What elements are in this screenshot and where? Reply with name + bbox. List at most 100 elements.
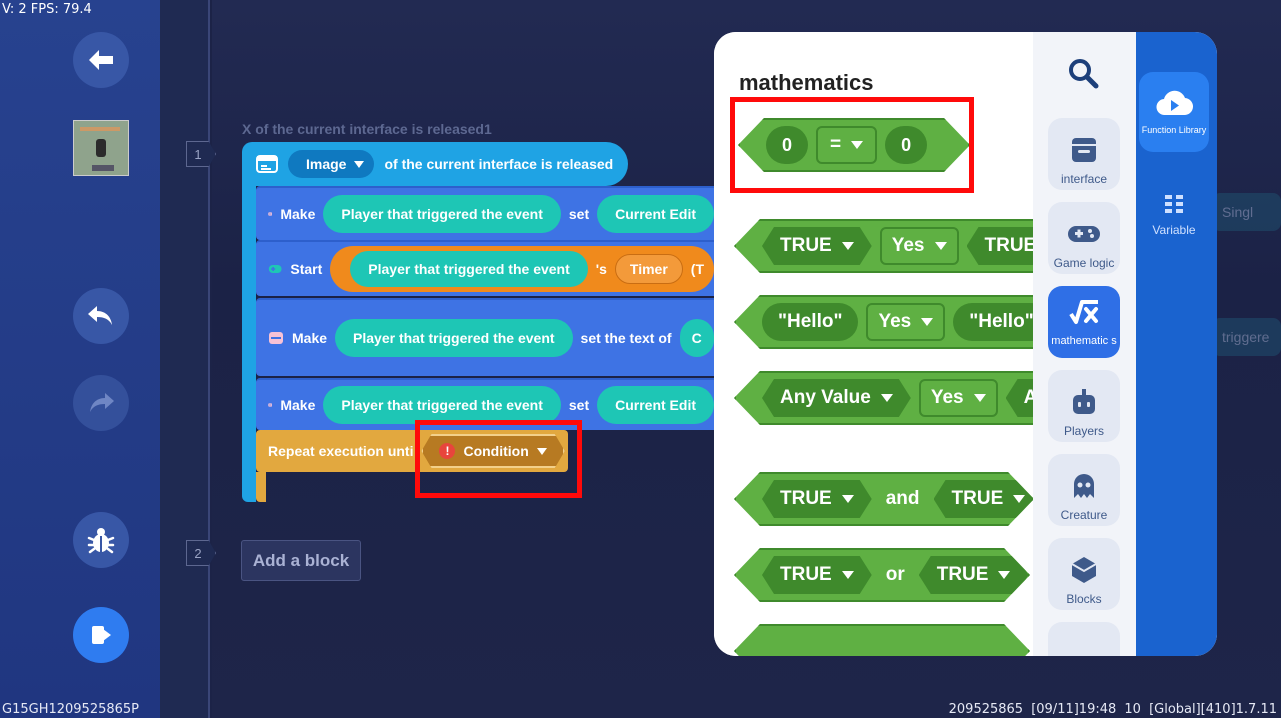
- condition-slot[interactable]: ! Condition: [421, 434, 564, 468]
- compare-block[interactable]: 0 = 0: [738, 118, 970, 172]
- add-block-button[interactable]: Add a block: [241, 540, 361, 581]
- left-number[interactable]: 0: [766, 126, 808, 164]
- build-id: G15GH1209525865P: [2, 702, 140, 717]
- category-label: mathematic s: [1051, 335, 1117, 347]
- statement-connector: set the text of: [580, 330, 672, 346]
- category-label: Game logic: [1053, 256, 1115, 270]
- operator-dropdown[interactable]: Yes: [866, 303, 945, 341]
- scene-thumbnail[interactable]: [73, 120, 129, 176]
- statement-verb: Make: [280, 206, 316, 222]
- event-text: of the current interface is released: [384, 156, 614, 172]
- robot-icon: [1073, 389, 1095, 414]
- window-icon: [1072, 138, 1096, 162]
- category-label: Players: [1063, 424, 1104, 438]
- value-text: TRUE: [951, 488, 1004, 509]
- statement-block[interactable]: Make Player that triggered the event set…: [256, 186, 714, 240]
- property-argument[interactable]: Current Edit: [597, 386, 714, 424]
- right-value[interactable]: "Hello": [953, 303, 1033, 341]
- value-text: TRUE: [780, 235, 832, 256]
- category-blocks[interactable]: Blocks: [1048, 538, 1120, 610]
- right-value[interactable]: TRUE: [919, 556, 1029, 594]
- operator-dropdown[interactable]: Yes: [880, 227, 959, 265]
- property-argument[interactable]: Current Edit: [597, 195, 714, 233]
- category-players[interactable]: Players: [1048, 370, 1120, 442]
- chevron-down-icon: [354, 160, 365, 168]
- equality-block[interactable]: TRUE Yes TRUE: [734, 219, 1033, 273]
- undo-button[interactable]: [73, 288, 129, 344]
- chevron-down-icon: [842, 242, 854, 250]
- background-block: triggere: [1212, 318, 1281, 356]
- right-value[interactable]: Any: [1006, 379, 1033, 417]
- right-value[interactable]: TRUE: [934, 480, 1033, 518]
- statement-block[interactable]: Make Player that triggered the event set…: [256, 378, 714, 430]
- timer-suffix: (T: [690, 261, 704, 277]
- redo-icon: [90, 393, 114, 412]
- equality-block[interactable]: "Hello" Yes "Hello": [734, 295, 1033, 349]
- block-palette-panel: mathematics 0 = 0 TRUE Yes TRUE "Hello" …: [714, 32, 1217, 656]
- category-game-logic[interactable]: Game logic: [1048, 202, 1120, 274]
- statement-block[interactable]: Make Player that triggered the event set…: [256, 298, 714, 376]
- partial-block[interactable]: [734, 624, 1030, 656]
- chevron-down-icon: [842, 495, 854, 503]
- player-argument[interactable]: Player that triggered the event: [323, 195, 561, 233]
- left-value[interactable]: TRUE: [762, 227, 872, 265]
- ghost-icon: [1074, 474, 1094, 498]
- tab-variable[interactable]: Variable: [1139, 180, 1209, 250]
- player-argument[interactable]: Player that triggered the event: [350, 251, 588, 287]
- back-button[interactable]: [73, 32, 129, 88]
- left-value[interactable]: TRUE: [762, 556, 872, 594]
- timer-expression[interactable]: Player that triggered the event 's Timer…: [330, 246, 714, 292]
- property-argument[interactable]: C: [679, 319, 714, 357]
- player-argument[interactable]: Player that triggered the event: [335, 319, 573, 357]
- condition-label: Condition: [463, 443, 529, 459]
- event-block-body: [242, 186, 256, 502]
- search-icon[interactable]: [1066, 56, 1100, 90]
- operator-dropdown[interactable]: =: [816, 126, 877, 164]
- value-text: TRUE: [936, 564, 989, 585]
- player-argument[interactable]: Player that triggered the event: [323, 386, 561, 424]
- left-value[interactable]: TRUE: [762, 480, 872, 518]
- event-block-header[interactable]: Image of the current interface is releas…: [242, 142, 628, 186]
- possessive-label: 's: [595, 261, 607, 277]
- math-icon: [1069, 300, 1098, 324]
- left-value[interactable]: Any Value: [762, 379, 911, 417]
- logic-or-block[interactable]: TRUE or TRUE: [734, 548, 1030, 602]
- export-button[interactable]: [73, 607, 129, 663]
- palette-block-list[interactable]: mathematics 0 = 0 TRUE Yes TRUE "Hello" …: [714, 32, 1033, 656]
- warning-icon: !: [439, 443, 455, 459]
- left-value[interactable]: "Hello": [762, 303, 858, 341]
- bug-icon: [87, 528, 115, 554]
- category-label: Blocks: [1066, 592, 1102, 606]
- dropdown-value: Image: [306, 156, 347, 172]
- undo-icon: [88, 306, 112, 325]
- timer-argument[interactable]: Timer: [614, 254, 683, 284]
- fps-readout: V: 2 FPS: 79.4: [2, 2, 92, 17]
- equality-block[interactable]: Any Value Yes Any: [734, 371, 1033, 425]
- category-creature[interactable]: Creature: [1048, 454, 1120, 526]
- category-label: interface: [1060, 172, 1108, 186]
- chevron-down-icon: [921, 318, 933, 326]
- list-icon: [1165, 195, 1183, 213]
- window-icon: [268, 212, 273, 216]
- line-number-rail: [160, 0, 210, 718]
- repeat-until-block[interactable]: Repeat execution unti ! Condition: [256, 430, 568, 472]
- debug-button[interactable]: [73, 512, 129, 568]
- operator-dropdown[interactable]: Yes: [919, 379, 998, 417]
- gamepad-icon: [268, 265, 282, 273]
- right-number[interactable]: 0: [885, 126, 927, 164]
- logic-and-block[interactable]: TRUE and TRUE: [734, 472, 1033, 526]
- category-interface[interactable]: interface: [1048, 118, 1120, 190]
- tab-function-library[interactable]: Function Library: [1139, 72, 1209, 152]
- category-partial[interactable]: [1048, 622, 1120, 656]
- category-label: Creature: [1060, 508, 1108, 522]
- background-block: Singl: [1212, 193, 1281, 231]
- event-target-dropdown[interactable]: Image: [288, 150, 375, 178]
- redo-button[interactable]: [73, 375, 129, 431]
- operator-value: Yes: [891, 235, 925, 256]
- right-value[interactable]: TRUE: [967, 227, 1034, 265]
- statement-block[interactable]: Start Player that triggered the event 's…: [256, 240, 714, 296]
- statement-connector: set: [568, 397, 590, 413]
- category-mathematics[interactable]: mathematic s: [1048, 286, 1120, 358]
- operator-value: Yes: [878, 311, 912, 332]
- logic-operator: and: [885, 488, 920, 509]
